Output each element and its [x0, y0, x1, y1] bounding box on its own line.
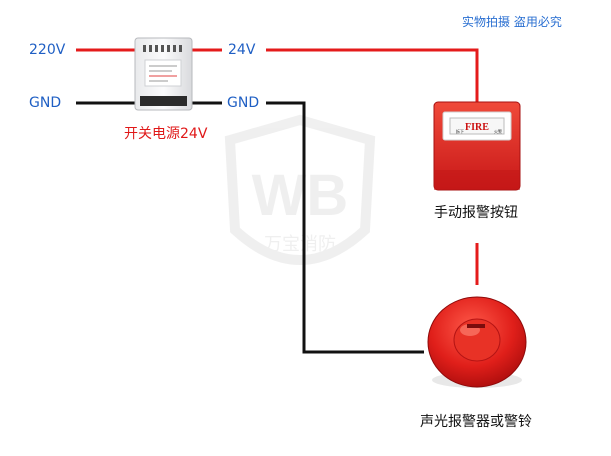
input-live-label: 220V: [29, 42, 66, 58]
button-right-small-text: 火警: [494, 128, 502, 134]
fire-text: FIRE: [465, 122, 489, 133]
power-supply-caption: 开关电源24V: [124, 126, 208, 142]
alarm-bell: [427, 296, 527, 388]
alarm-bell-caption: 声光报警器或警铃: [420, 414, 532, 430]
watermark-logo: WB 万宝消防: [224, 114, 376, 265]
output-live-label: 24V: [228, 42, 256, 58]
watermark-note: 实物拍摄 盗用必究: [462, 15, 562, 29]
power-supply-unit: [134, 37, 193, 111]
svg-text:万宝消防: 万宝消防: [264, 234, 336, 255]
live-wire-to-button: [266, 48, 479, 102]
button-left-small-text: 拆下: [456, 128, 464, 134]
manual-button-caption: 手动报警按钮: [434, 205, 518, 221]
manual-call-point: FIRE 拆下 火警: [433, 101, 521, 191]
output-ground-label: GND: [227, 95, 260, 111]
input-ground-label: GND: [29, 95, 62, 111]
ground-wire-to-bell: [266, 101, 424, 354]
svg-text:WB: WB: [252, 163, 349, 228]
